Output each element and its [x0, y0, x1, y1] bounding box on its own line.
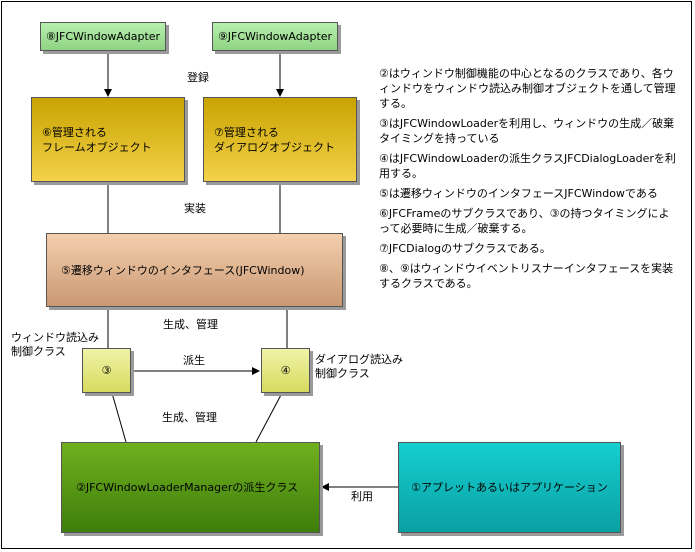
adapter8-box: ⑧JFCWindowAdapter	[40, 22, 166, 51]
adapter9-label: ⑨JFCWindowAdapter	[217, 30, 333, 43]
edge-label-register: 登録	[187, 71, 209, 84]
dialog-object-label: ⑦管理される ダイアログオブジェクト	[214, 125, 335, 154]
window-loader-side-label: ウィンドウ読込み 制御クラス	[11, 331, 99, 358]
edge-label-implement: 実装	[184, 202, 206, 215]
transition-interface-box: ⑤遷移ウィンドウのインタフェース(JFCWindow)	[46, 233, 343, 307]
note-item: ⑥JFCFrameのサブクラスであり、③の持つタイミングによって必要時に生成／破…	[379, 207, 670, 235]
edge-label-generate-manage-top: 生成、管理	[163, 318, 218, 331]
note-item: ⑦JFCDialogのサブクラスである。	[379, 242, 551, 255]
edge-label-use: 利用	[351, 490, 373, 503]
edge-label-generate-manage-bottom: 生成、管理	[162, 411, 217, 424]
notes-panel: ②はウィンドウ制御機能の中心となるのクラスであり、各ウィンドウをウィンドウ読込み…	[379, 66, 679, 296]
loader-manager-box: ②JFCWindowLoaderManagerの派生クラス	[61, 442, 320, 533]
dialog-loader-number: ④	[280, 364, 291, 377]
adapter8-label: ⑧JFCWindowAdapter	[45, 30, 161, 43]
line-loader4-to-manager	[255, 392, 283, 443]
dialog-loader-side-label: ダイアログ読込み 制御クラス	[315, 353, 403, 380]
application-label: ①アプレットあるいはアプリケーション	[411, 481, 608, 494]
window-loader-box: ③	[82, 348, 131, 393]
dialog-loader-box: ④	[261, 348, 310, 393]
transition-interface-label: ⑤遷移ウィンドウのインタフェース(JFCWindow)	[61, 263, 305, 277]
note-item: ③はJFCWindowLoaderを利用し、ウィンドウの生成／破棄タイミングを持…	[379, 117, 675, 145]
note-item: ⑧、⑨はウィンドウイベントリスナーインタフェースを実装するクラスである。	[379, 262, 674, 290]
adapter9-box: ⑨JFCWindowAdapter	[212, 22, 338, 51]
note-item: ②はウィンドウ制御機能の中心となるのクラスであり、各ウィンドウをウィンドウ読込み…	[379, 67, 676, 110]
application-box: ①アプレットあるいはアプリケーション	[398, 442, 621, 533]
frame-object-box: ⑥管理される フレームオブジェクト	[31, 97, 185, 182]
window-loader-number: ③	[101, 364, 112, 377]
note-item: ⑤は遷移ウィンドウのインタフェースJFCWindowである	[379, 187, 658, 200]
note-item: ④はJFCWindowLoaderの派生クラスJFCDialogLoaderを利…	[379, 152, 676, 180]
dialog-object-box: ⑦管理される ダイアログオブジェクト	[203, 97, 357, 182]
edge-label-derive: 派生	[183, 354, 205, 367]
loader-manager-label: ②JFCWindowLoaderManagerの派生クラス	[76, 481, 299, 494]
frame-object-label: ⑥管理される フレームオブジェクト	[42, 125, 152, 154]
line-loader3-to-manager	[111, 392, 127, 443]
